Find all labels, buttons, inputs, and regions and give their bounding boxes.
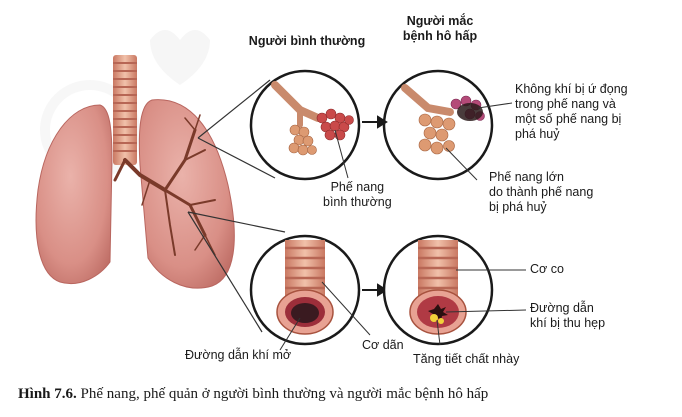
right-lung (138, 99, 235, 289)
label-alveoli-normal: Phế nang bình thường (323, 180, 392, 209)
left-lung (35, 104, 113, 284)
connector-lines (187, 79, 286, 333)
label-airway-narrowed: Đường dẫn khí bị thu hẹp (530, 301, 606, 330)
label-muscle-contract: Cơ co (530, 262, 564, 276)
label-airway-open: Đường dẫn khí mở (185, 348, 292, 362)
label-enlarged-alveoli: Phế nang lớn do thành phế nang bị phá hu… (489, 170, 594, 214)
figure-caption: Hình 7.6. Phế nang, phế quản ở người bìn… (18, 386, 678, 403)
header-normal: Người bình thường (248, 34, 366, 48)
label-pointers (279, 102, 527, 351)
header-disease: Người mắc bệnh hô hấp (402, 14, 478, 43)
open-airway-circle (249, 234, 361, 346)
narrowed-airway-circle (382, 234, 494, 346)
label-mucus: Tăng tiết chất nhày (413, 352, 520, 366)
label-stagnant-air: Không khí bị ứ đọng trong phế nang và mộ… (515, 82, 628, 141)
trachea (113, 55, 137, 165)
bronchial-tree (113, 114, 216, 256)
arrow-icon (362, 283, 388, 297)
arrow-icon (362, 115, 388, 129)
caption-figure-number: Hình 7.6. (18, 386, 77, 402)
caption-text: Phế nang, phế quản ở người bình thường v… (76, 386, 489, 402)
label-muscle-relaxed: Cơ dãn (362, 338, 404, 352)
normal-alveoli-circle (249, 69, 361, 181)
diseased-alveoli-circle (382, 69, 494, 181)
